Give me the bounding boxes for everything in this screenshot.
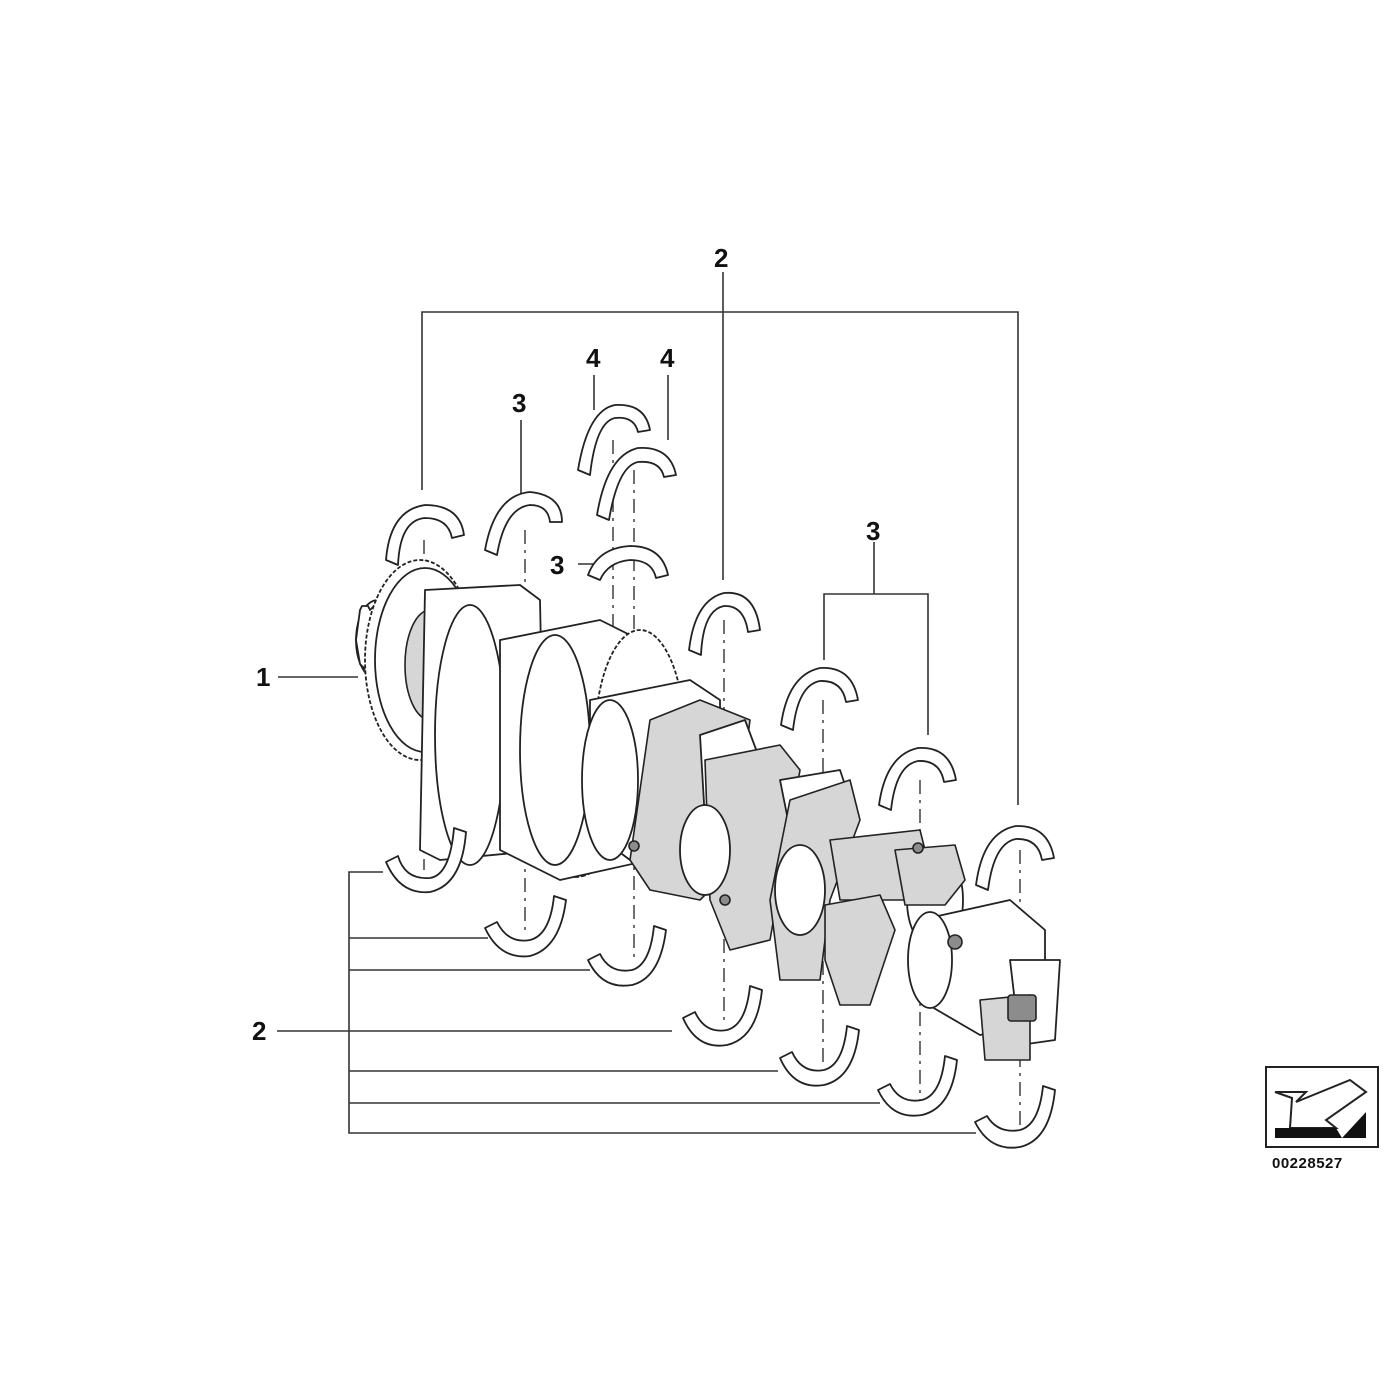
document-number: 00228527 [1272, 1155, 1343, 1172]
callout-main-bearing-top: 2 [714, 243, 729, 273]
callout-thrust-washer-a: 4 [586, 343, 601, 373]
upper-bearing-shells [385, 404, 1055, 891]
lower-bearing-shells [385, 827, 1056, 1149]
callout-bearing-shell-b: 3 [550, 550, 565, 580]
leader-lines [277, 272, 1019, 1134]
callout-main-bearing-left: 2 [252, 1016, 267, 1046]
callout-bearing-shell-a: 3 [512, 388, 527, 418]
orientation-arrow-icon [1265, 1066, 1379, 1148]
callout-crankshaft: 1 [256, 662, 271, 692]
callout-thrust-washer-b: 4 [660, 343, 675, 373]
callout-bearing-shell-c: 3 [866, 516, 881, 546]
crankshaft [355, 559, 1061, 1061]
